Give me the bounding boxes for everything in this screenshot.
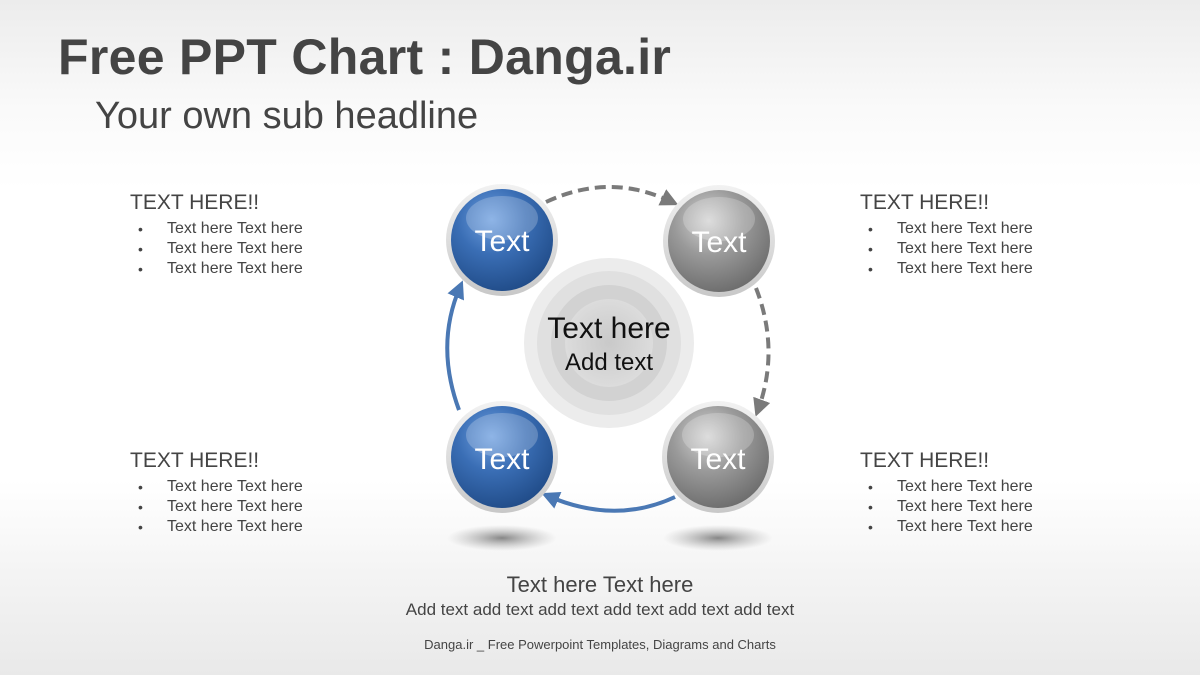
block-heading: TEXT HERE!! — [130, 191, 260, 214]
bullet-item: Text here Text here — [130, 517, 390, 537]
bullet-list: Text here Text here Text here Text here … — [130, 219, 390, 279]
shadow-bottom-right — [663, 525, 773, 551]
text-block-bottom-left: TEXT HERE!! Text here Text here Text her… — [130, 449, 390, 537]
center-main-text: Text here — [547, 312, 670, 345]
bullet-item: Text here Text here — [860, 259, 1120, 279]
page-title: Free PPT Chart : Danga.ir — [58, 29, 672, 85]
center-sub-text: Add text — [565, 349, 653, 376]
bullet-item: Text here Text here — [130, 259, 390, 279]
center-core — [565, 299, 653, 387]
bullet-item: Text here Text here — [130, 477, 390, 497]
arrow-left-solid — [445, 280, 464, 411]
circle-bottom-right: Text — [662, 401, 774, 513]
arrow-top-dashed — [545, 185, 679, 206]
bullet-item: Text here Text here — [860, 239, 1120, 259]
text-block-top-left: TEXT HERE!! Text here Text here Text her… — [130, 191, 390, 279]
shadow-bottom-left — [447, 525, 557, 551]
bullet-item: Text here Text here — [860, 497, 1120, 517]
circle-top-right: Text — [663, 185, 775, 297]
bullet-item: Text here Text here — [860, 477, 1120, 497]
block-heading: TEXT HERE!! — [860, 191, 990, 214]
bullet-item: Text here Text here — [860, 219, 1120, 239]
bottom-title: Text here Text here — [506, 572, 694, 597]
page-subtitle: Your own sub headline — [95, 95, 479, 137]
block-heading: TEXT HERE!! — [860, 449, 990, 472]
bullet-list: Text here Text here Text here Text here … — [860, 477, 1120, 537]
arrow-right-dashed — [753, 287, 771, 417]
circle-bottom-left: Text — [446, 401, 558, 513]
bottom-subtitle: Add text add text add text add text add … — [405, 600, 795, 619]
bullet-list: Text here Text here Text here Text here … — [860, 219, 1120, 279]
bullet-item: Text here Text here — [130, 239, 390, 259]
bullet-item: Text here Text here — [130, 497, 390, 517]
arrow-bottom-solid — [541, 492, 676, 513]
circle-top-left: Text — [446, 184, 558, 296]
text-block-bottom-right: TEXT HERE!! Text here Text here Text her… — [860, 449, 1120, 537]
circle-label: Text — [474, 443, 530, 476]
bullet-item: Text here Text here — [130, 219, 390, 239]
circle-label: Text — [690, 443, 746, 476]
bullet-list: Text here Text here Text here Text here … — [130, 477, 390, 537]
text-block-top-right: TEXT HERE!! Text here Text here Text her… — [860, 191, 1120, 279]
footer-credit: Danga.ir _ Free Powerpoint Templates, Di… — [424, 637, 776, 652]
circle-label: Text — [474, 225, 530, 258]
bullet-item: Text here Text here — [860, 517, 1120, 537]
block-heading: TEXT HERE!! — [130, 449, 260, 472]
circle-label: Text — [691, 226, 747, 259]
